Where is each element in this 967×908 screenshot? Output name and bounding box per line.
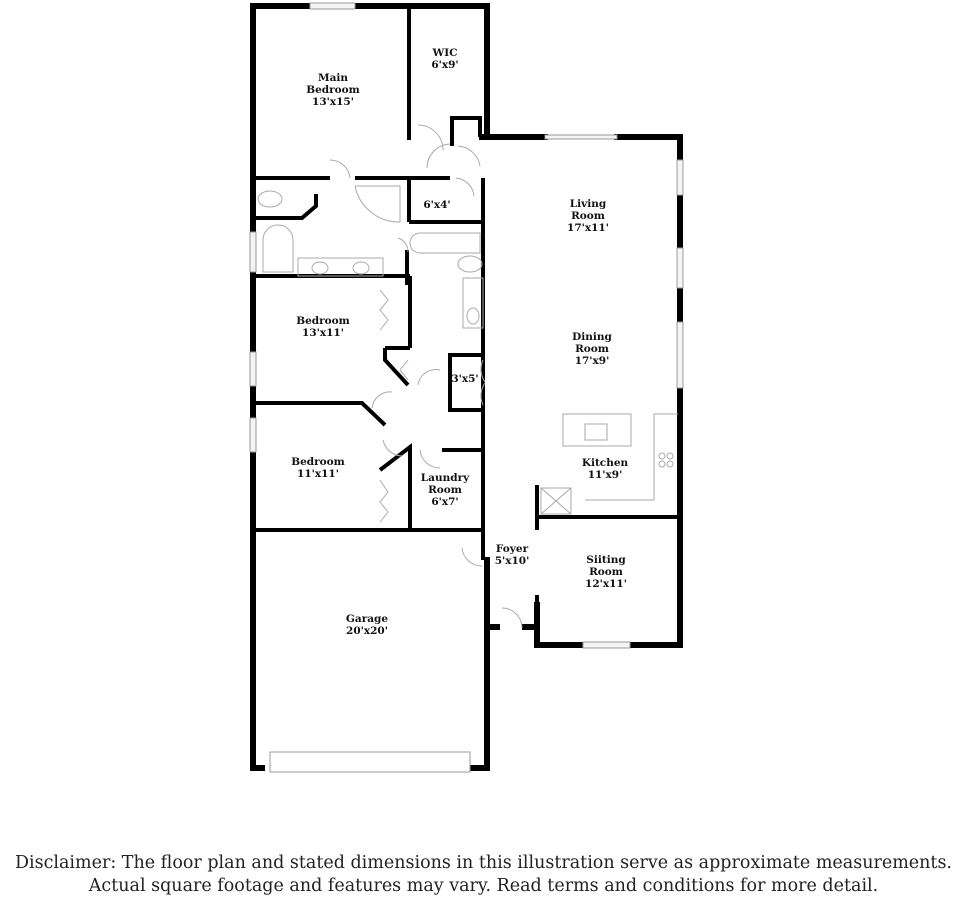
room-dimensions: 3'x5'	[451, 373, 479, 385]
disclaimer-line-1: Disclaimer: The floor plan and stated di…	[14, 853, 952, 873]
windows	[249, 2, 684, 773]
room-label-foyer: Foyer 5'x10'	[495, 543, 530, 567]
room-dimensions: 17'x11'	[567, 222, 609, 234]
room-label-kitchen: Kitchen 11'x9'	[582, 457, 628, 481]
room-name-line: Foyer	[495, 543, 529, 555]
room-label-closet-6x4: 6'x4'	[423, 199, 450, 211]
room-label-dining-room: Dining Room 17'x9'	[572, 331, 612, 367]
doors	[329, 124, 523, 629]
room-name-line: Bedroom	[296, 315, 350, 327]
room-name-line: Bedroom	[291, 456, 345, 468]
room-name-line: Living	[569, 198, 607, 210]
room-dimensions: 17'x9'	[574, 355, 610, 367]
room-name-line: WIC	[432, 47, 458, 59]
room-dimensions: 13'x11'	[302, 327, 344, 339]
room-label-wic: WIC 6'x9'	[431, 47, 458, 71]
room-label-closet-3x5: 3'x5'	[451, 373, 478, 385]
room-name-line: Room	[575, 343, 609, 355]
room-dimensions: 6'x4'	[423, 199, 451, 211]
exterior-walls	[250, 3, 683, 771]
room-label-garage: Garage 20'x20'	[346, 613, 388, 637]
room-name-line: Room	[589, 566, 623, 578]
room-name-line: Laundry	[420, 472, 470, 484]
floor-plan-drawing	[249, 2, 684, 773]
room-label-bedroom-2: Bedroom 13'x11'	[296, 315, 350, 339]
room-dimensions: 11'x11'	[297, 468, 339, 480]
room-dimensions: 20'x20'	[346, 625, 388, 637]
disclaimer-line-2: Actual square footage and features may v…	[88, 876, 879, 896]
room-name-line: Dining	[572, 331, 612, 343]
disclaimer: Disclaimer: The floor plan and stated di…	[0, 852, 967, 898]
room-name-line: Room	[428, 484, 462, 496]
room-label-laundry-room: Laundry Room 6'x7'	[421, 472, 469, 508]
room-name-line: Main	[317, 72, 349, 84]
room-label-bedroom-3: Bedroom 11'x11'	[291, 456, 345, 480]
room-name-line: Siiting	[586, 554, 626, 566]
fixtures	[257, 185, 678, 515]
room-dimensions: 6'x7'	[431, 496, 459, 508]
room-dimensions: 12'x11'	[585, 578, 627, 590]
room-dimensions: 13'x15'	[312, 96, 354, 108]
room-name-line: Kitchen	[581, 457, 629, 469]
room-label-living-room: Living Room 17'x11'	[567, 198, 609, 234]
room-name-line: Bedroom	[306, 84, 360, 96]
room-label-main-bedroom: Main Bedroom 13'x15'	[306, 72, 360, 108]
room-dimensions: 5'x10'	[494, 555, 530, 567]
room-dimensions: 6'x9'	[431, 59, 459, 71]
room-dimensions: 11'x9'	[587, 469, 623, 481]
room-label-sitting-room: Siiting Room 12'x11'	[585, 554, 627, 590]
room-name-line: Room	[571, 210, 605, 222]
room-name-line: Garage	[345, 613, 389, 625]
